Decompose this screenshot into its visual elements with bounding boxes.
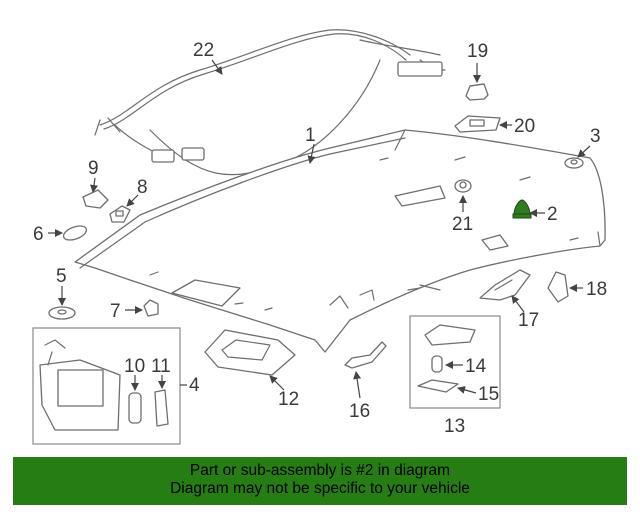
callout-22: 22 <box>193 40 214 61</box>
callout-10: 10 <box>124 356 145 377</box>
callout-2: 2 <box>547 204 558 225</box>
sensor-part-19[interactable] <box>465 83 489 101</box>
retainer-part-11[interactable] <box>154 389 169 427</box>
cover-part-6[interactable] <box>62 223 89 242</box>
callout-5: 5 <box>56 266 67 287</box>
lens-part-15[interactable] <box>417 379 459 393</box>
clip-part-2-highlighted[interactable] <box>512 199 532 219</box>
sun-visor[interactable] <box>39 339 121 431</box>
clip-part-5[interactable] <box>48 306 76 320</box>
callout-14: 14 <box>465 356 487 377</box>
banner-line-2: Diagram may not be specific to your vehi… <box>170 480 470 497</box>
bracket-part-17[interactable] <box>479 269 531 301</box>
lamp-part-13[interactable] <box>424 324 476 346</box>
info-banner: Part or sub-assembly is #2 in diagram Di… <box>13 457 627 505</box>
bracket-part-18[interactable] <box>547 271 569 303</box>
clip-part-3[interactable] <box>564 157 584 169</box>
sun-visor-group-box <box>32 327 181 445</box>
leader-lines <box>48 59 591 399</box>
bracket-part-20[interactable] <box>454 115 501 133</box>
callout-labels: 22 1 2 3 4 5 6 7 8 9 10 11 12 13 14 15 1… <box>33 40 607 437</box>
callout-11: 11 <box>151 356 171 377</box>
callout-21: 21 <box>452 214 473 235</box>
clip-part-8[interactable] <box>109 205 131 223</box>
wiring-harness[interactable] <box>94 29 446 176</box>
callout-17: 17 <box>518 310 539 331</box>
callout-8: 8 <box>137 177 148 198</box>
callout-3: 3 <box>590 126 601 147</box>
bulb-part-14[interactable] <box>431 355 443 373</box>
callout-7: 7 <box>110 301 121 322</box>
callout-15: 15 <box>478 384 499 405</box>
callout-16: 16 <box>349 401 370 422</box>
headliner-panel[interactable] <box>74 129 606 353</box>
dome-lamp-part-12[interactable] <box>204 329 296 376</box>
callout-18: 18 <box>586 279 607 300</box>
clip-part-7[interactable] <box>143 299 159 317</box>
banner-line-1: Part or sub-assembly is #2 in diagram <box>189 462 451 479</box>
callout-20: 20 <box>514 116 535 137</box>
callout-13: 13 <box>444 416 465 437</box>
callout-4: 4 <box>189 375 200 396</box>
callout-6: 6 <box>33 224 44 245</box>
callout-12: 12 <box>278 389 299 410</box>
pad-part-9[interactable] <box>82 189 109 209</box>
lamp-group-box <box>409 315 501 409</box>
grab-handle-part-16[interactable] <box>344 341 387 369</box>
callout-19: 19 <box>467 41 488 62</box>
clip-part-21[interactable] <box>454 179 472 193</box>
callout-9: 9 <box>88 158 99 179</box>
retainer-part-10[interactable] <box>128 392 142 424</box>
callout-1: 1 <box>305 125 316 146</box>
